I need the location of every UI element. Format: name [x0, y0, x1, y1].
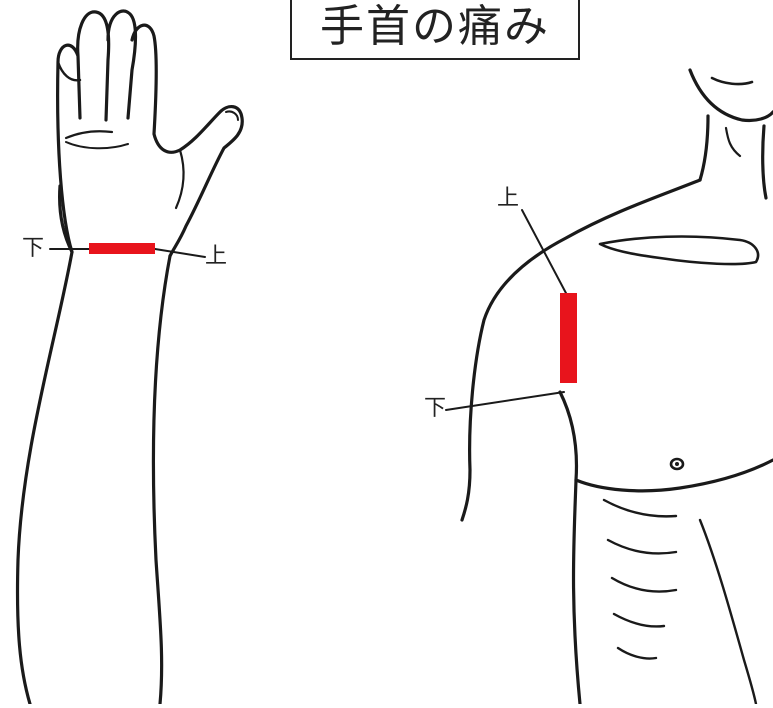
wrist-label-right: 上 — [205, 246, 227, 268]
page-title: 手首の痛み — [320, 5, 550, 49]
shoulder-tape — [560, 293, 577, 383]
title-box: 手首の痛み — [290, 0, 580, 60]
shoulder-label-top: 上 — [497, 188, 519, 210]
hand-arm-outline — [18, 11, 243, 704]
torso-outline — [462, 70, 773, 704]
shoulder-label-bottom: 下 — [424, 398, 446, 420]
wrist-tape — [89, 243, 155, 254]
wrist-label-left: 下 — [22, 238, 44, 260]
